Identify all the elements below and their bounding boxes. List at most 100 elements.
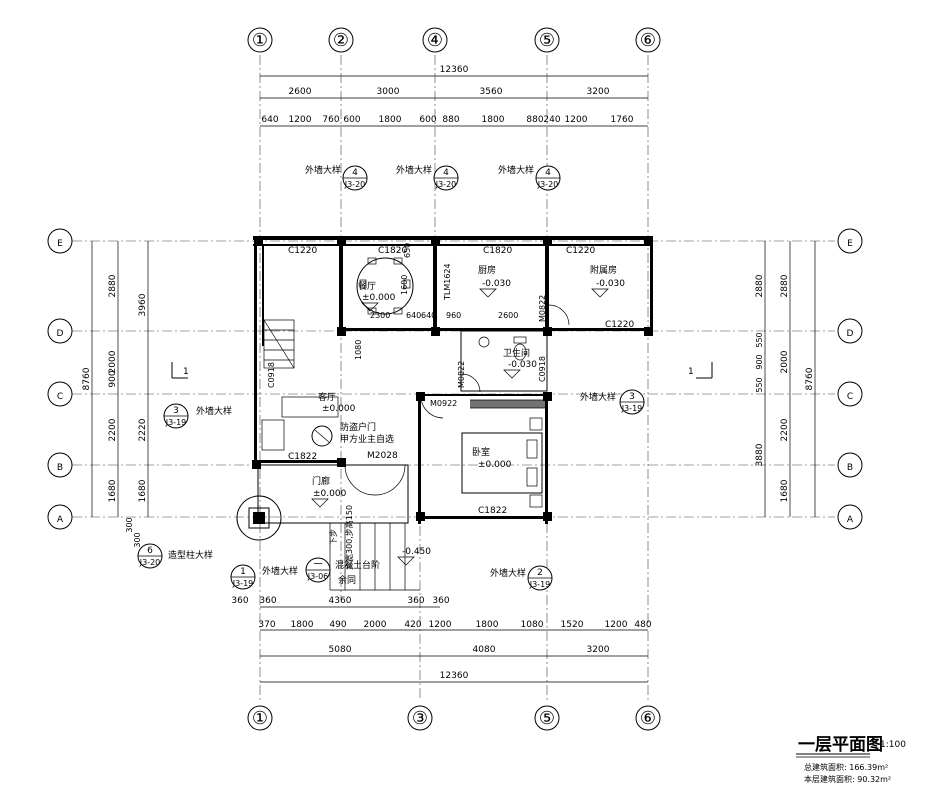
dimensions-top: 12360 2600 3000 3560 3200 640 1200 760 6… xyxy=(260,65,648,127)
svg-text:J3-19: J3-19 xyxy=(165,418,187,427)
svg-text:360: 360 xyxy=(231,596,248,606)
svg-text:1680: 1680 xyxy=(780,479,790,502)
svg-text:外墙大样: 外墙大样 xyxy=(580,391,616,403)
dim-label: 960 xyxy=(446,311,461,320)
axis-bubbles-left: E D C B A xyxy=(47,228,73,530)
svg-text:3960: 3960 xyxy=(138,293,148,316)
toilet-fixtures xyxy=(478,336,527,361)
room-name: 餐厅 xyxy=(358,280,376,292)
axis-bubbles-top: ① ② ④ ⑤ ⑥ xyxy=(247,27,661,53)
svg-text:900: 900 xyxy=(108,370,118,387)
svg-text:J3-20: J3-20 xyxy=(537,180,559,189)
svg-text:造型柱大样: 造型柱大样 xyxy=(168,549,213,561)
room-level: ±0.000 xyxy=(322,404,356,414)
door-note: 防盗户门 xyxy=(340,421,376,433)
axis-label: E xyxy=(847,239,853,249)
svg-text:1800: 1800 xyxy=(379,115,402,125)
room-level: ±0.000 xyxy=(313,489,347,499)
svg-text:900: 900 xyxy=(755,354,764,369)
svg-text:外墙大样: 外墙大样 xyxy=(305,164,341,176)
window-label: C0918 xyxy=(538,356,547,382)
feature-column xyxy=(236,495,282,541)
svg-text:J3-19: J3-19 xyxy=(621,404,643,413)
svg-text:300: 300 xyxy=(133,532,142,547)
room-level: -0.450 xyxy=(402,547,431,557)
axis-bubbles-bottom: ① ③ ⑤ ⑥ xyxy=(247,705,661,731)
dim-label: 2300 xyxy=(370,311,390,320)
svg-text:4: 4 xyxy=(545,168,551,178)
dim-label: 1080 xyxy=(354,340,363,360)
room-name: 附属房 xyxy=(590,264,617,276)
callout-4: 3 J3-19 外墙大样 xyxy=(163,403,232,429)
room-name: 客厅 xyxy=(318,391,336,403)
svg-text:6: 6 xyxy=(147,546,153,556)
svg-text:J3-20: J3-20 xyxy=(344,180,366,189)
callout-1: 外墙大样 4 J3-20 xyxy=(305,164,368,191)
section-number: 1 xyxy=(183,367,189,377)
svg-text:2880: 2880 xyxy=(108,274,118,297)
callout-7: 1 J3-19 外墙大样 xyxy=(230,564,298,590)
window-label: C1820 xyxy=(378,246,407,256)
wardrobe-hatch xyxy=(470,400,545,408)
axis-label: B xyxy=(847,463,853,473)
svg-text:8760: 8760 xyxy=(805,367,815,390)
room-name: 厨房 xyxy=(478,264,496,276)
axis-label: ⑤ xyxy=(539,30,555,51)
svg-text:3000: 3000 xyxy=(377,87,400,97)
level-markers xyxy=(311,288,609,566)
section-number: 1 xyxy=(688,367,694,377)
axis-label: D xyxy=(57,329,64,339)
svg-text:J3-19: J3-19 xyxy=(232,579,254,588)
svg-text:600: 600 xyxy=(343,115,360,125)
svg-text:1760: 1760 xyxy=(611,115,634,125)
svg-text:640: 640 xyxy=(261,115,278,125)
section-cut-left: 1 xyxy=(171,362,189,379)
window-label: C1220 xyxy=(605,320,634,330)
dimensions-bottom: 360 360 4360 360 360 370 1800 490 2000 4… xyxy=(231,596,652,683)
platform-note: 余同 xyxy=(338,574,356,586)
steps-note: 下步 xyxy=(329,529,338,545)
svg-text:880: 880 xyxy=(442,115,459,125)
drawing-title: 一层平面图 xyxy=(798,735,883,755)
svg-text:880: 880 xyxy=(526,115,543,125)
callout-6: 6 J3-20 造型柱大样 xyxy=(137,543,213,569)
walls xyxy=(252,236,653,524)
callout-9: 一 J3-06 xyxy=(305,557,331,583)
axis-label: C xyxy=(57,392,63,402)
drawing-scale: 1:100 xyxy=(880,740,906,750)
living-furniture xyxy=(261,396,339,451)
dim-label: 640 xyxy=(421,311,436,320)
svg-text:5080: 5080 xyxy=(329,645,352,655)
window-label: C1220 xyxy=(566,246,595,256)
door-label: M0922 xyxy=(430,399,457,408)
dimensions-right: 8760 2880 2000 2200 1680 2880 550 900 55… xyxy=(755,241,816,517)
window-label: C1820 xyxy=(483,246,512,256)
title-block: 一层平面图 1:100 总建筑面积: 166.39m² 本层建筑面积: 90.3… xyxy=(796,735,906,784)
axis-grid xyxy=(72,55,835,700)
svg-text:240: 240 xyxy=(543,115,560,125)
svg-text:J3-20: J3-20 xyxy=(435,180,457,189)
door-label: TLM1624 xyxy=(443,263,452,301)
svg-text:300: 300 xyxy=(125,517,134,532)
svg-text:420: 420 xyxy=(404,620,421,630)
steps-note: 步宽300,步高150 xyxy=(344,505,354,570)
door-label: M2028 xyxy=(367,451,398,461)
platform-note: 混凝土台阶 xyxy=(335,559,380,571)
svg-text:360: 360 xyxy=(407,596,424,606)
svg-text:12360: 12360 xyxy=(440,65,469,75)
axis-label: ⑥ xyxy=(640,708,656,729)
door-label: M0822 xyxy=(538,295,547,322)
svg-text:1200: 1200 xyxy=(605,620,628,630)
door-label: M0822 xyxy=(457,361,466,388)
svg-text:1200: 1200 xyxy=(565,115,588,125)
svg-text:2880: 2880 xyxy=(780,274,790,297)
svg-text:外墙大样: 外墙大样 xyxy=(262,565,298,577)
axis-label: ② xyxy=(333,30,349,51)
svg-text:3200: 3200 xyxy=(587,645,610,655)
total-area: 总建筑面积: 166.39m² xyxy=(804,762,888,772)
svg-text:1800: 1800 xyxy=(482,115,505,125)
svg-text:550: 550 xyxy=(755,332,764,347)
svg-text:外墙大样: 外墙大样 xyxy=(396,164,432,176)
room-level: ±0.000 xyxy=(362,293,396,303)
